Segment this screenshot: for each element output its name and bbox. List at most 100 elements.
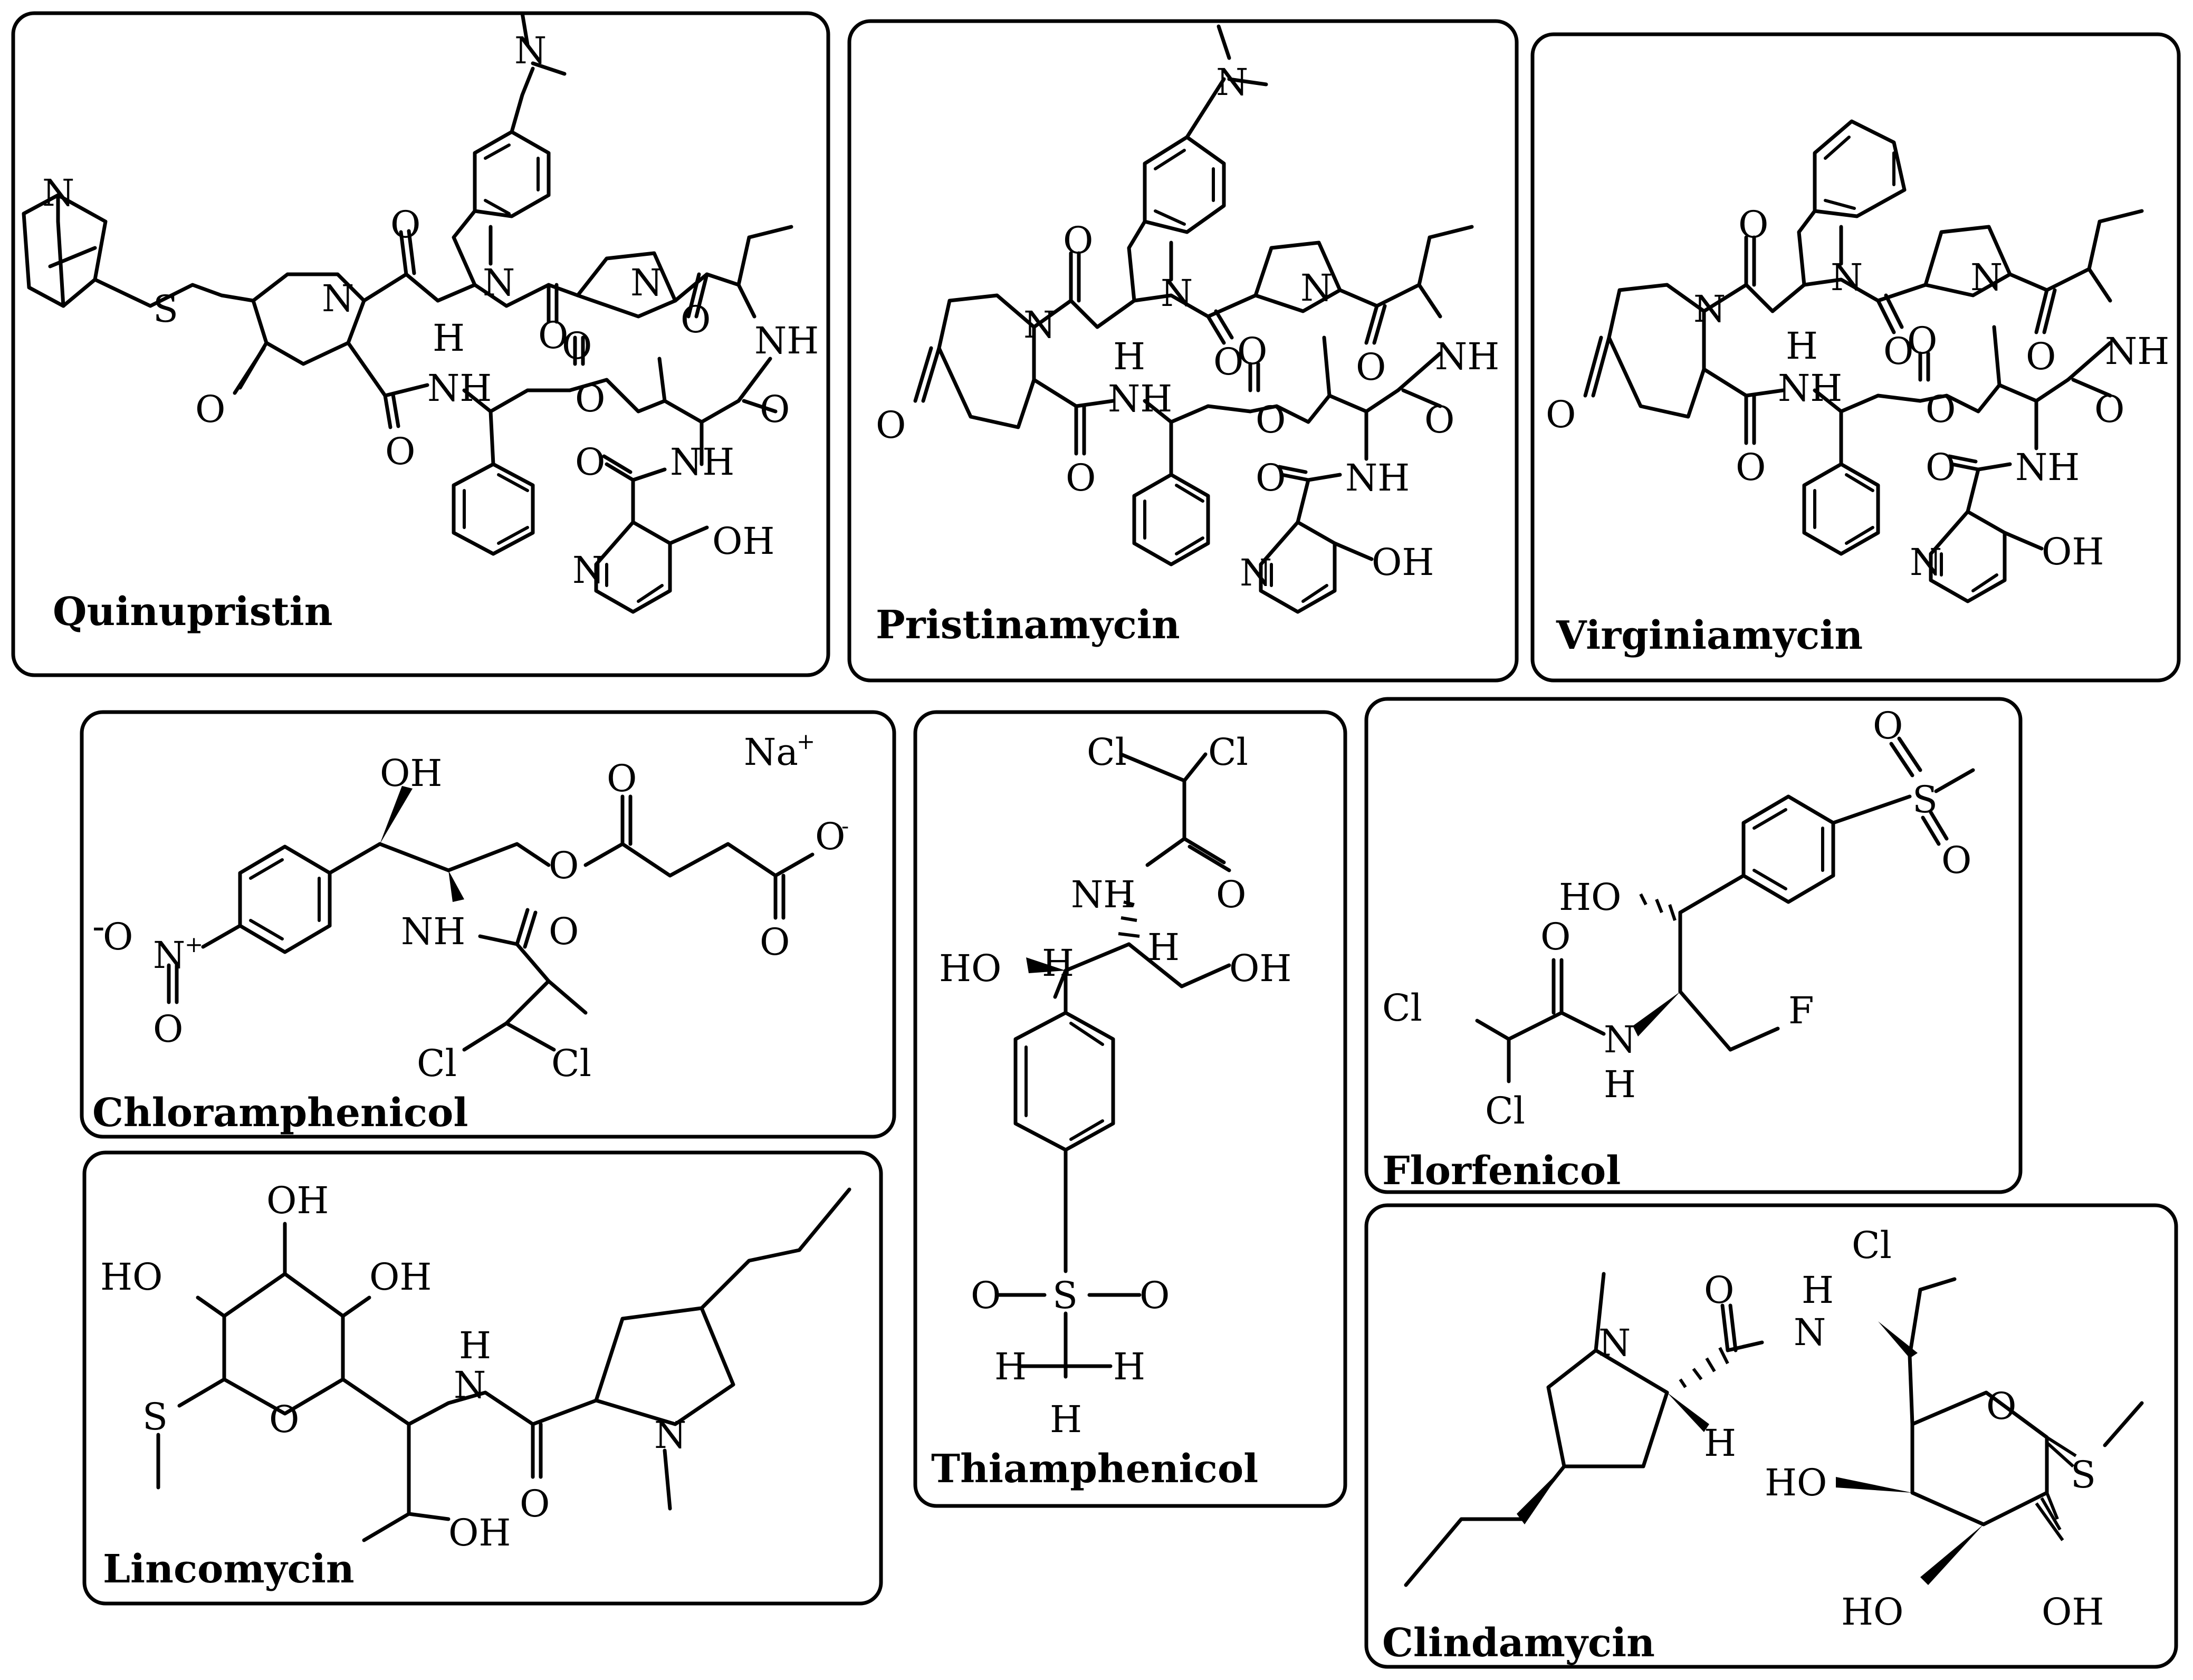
atom-nh: NH [670, 440, 734, 484]
atom-nh: NH [1778, 367, 1842, 410]
panel-frame [847, 19, 1519, 683]
atom-o: O [1213, 340, 1243, 383]
atom-cl: Cl [417, 1042, 457, 1085]
panel-frame [80, 710, 896, 1139]
atom-h: H [1050, 1398, 1082, 1441]
label-thiamphenicol: Thiamphenicol [931, 1446, 1258, 1492]
atom-n: N [1300, 266, 1333, 310]
atom-nh: NH [1108, 377, 1172, 420]
panel-thiamphenicol: Cl Cl O NH H HO H OH O S O H H H Thiamph… [913, 710, 1347, 1508]
atom-h: H [1113, 335, 1145, 378]
atom-h: H [1802, 1269, 1834, 1312]
atom-o: O [549, 844, 579, 887]
atom-s: S [142, 1395, 168, 1438]
atom-minus: - [841, 813, 849, 839]
atom-nh: NH [2105, 330, 2169, 373]
atom-o: O [1356, 345, 1386, 389]
atom-o: O [575, 377, 605, 420]
atom-o: O [103, 915, 133, 958]
atom-o: O [1873, 704, 1903, 747]
atom-o: O [1424, 398, 1454, 441]
atom-ho: HO [1559, 876, 1621, 919]
atom-o: O [1986, 1385, 2016, 1428]
atom-s: S [1912, 778, 1938, 821]
atom-n: N [654, 1414, 686, 1457]
atom-n: N [1831, 256, 1863, 299]
atom-o: O [1063, 219, 1093, 262]
atom-hn: NH [1071, 873, 1135, 916]
atom-h: H [1147, 926, 1180, 969]
atom-o: O [971, 1274, 1001, 1317]
atom-cl: Cl [1087, 731, 1127, 774]
atom-o: O [520, 1482, 550, 1525]
atom-o: O [153, 1007, 183, 1051]
panel-frame [1364, 697, 2023, 1194]
atom-n: N [1598, 1321, 1631, 1365]
atom-n: N [1216, 61, 1248, 104]
atom-o: O [876, 404, 906, 447]
atom-h: H [1786, 324, 1818, 368]
panel-frame [913, 710, 1347, 1508]
atom-cl: Cl [1208, 731, 1248, 774]
atom-cl: Cl [1852, 1224, 1892, 1267]
atom-n: N [322, 277, 354, 320]
panel-florfenicol: O S O HO O Cl N H F Cl Florfenicol [1364, 697, 2023, 1194]
atom-s: S [153, 287, 178, 331]
panel-lincomycin: OH HO OH S O H N O N OH Lincomycin [82, 1150, 883, 1606]
atom-h: H [1042, 942, 1074, 985]
atom-n: N [1693, 287, 1726, 331]
label-lincomycin: Lincomycin [103, 1547, 355, 1592]
atom-o: O [195, 388, 225, 431]
atom-s: S [1052, 1274, 1078, 1317]
panel-frame [1364, 1203, 2178, 1669]
panel-frame [1530, 32, 2181, 683]
atom-o: O [1907, 319, 1937, 362]
panel-pristinamycin: O N O O H NH N N O O O N O NH O NH O N O… [847, 19, 1519, 683]
atom-plus: + [185, 932, 203, 957]
label-virginiamycin: Virginiamycin [1556, 613, 1863, 658]
atom-o: O [607, 757, 637, 800]
label-pristinamycin: Pristinamycin [876, 602, 1180, 648]
panel-clindamycin: N O H N Cl H O S HO HO OH Clindamycin [1364, 1203, 2178, 1669]
atom-cl: Cl [1382, 986, 1422, 1030]
atom-o: O [1926, 446, 1956, 489]
atom-minus: - [92, 905, 105, 948]
atom-o: O [1237, 330, 1267, 373]
atom-h: H [433, 316, 465, 360]
atom-na: Na [744, 731, 798, 774]
atom-nh: NH [754, 319, 819, 362]
atom-n: N [1970, 256, 2003, 299]
atom-o: O [1546, 393, 1576, 436]
panel-frame [82, 1150, 883, 1606]
atom-h: H [1604, 1063, 1636, 1106]
atom-n: N [1910, 541, 1942, 584]
atom-nh: NH [1345, 456, 1410, 500]
atom-o: O [575, 440, 605, 484]
label-clindamycin: Clindamycin [1382, 1620, 1655, 1666]
panel-frame [11, 11, 830, 677]
label-chloramphenicol: Chloramphenicol [92, 1090, 468, 1136]
atom-o: O [681, 298, 711, 341]
atom-o: O [390, 203, 420, 246]
atom-o: O [1139, 1274, 1170, 1317]
atom-oh: OH [369, 1255, 432, 1299]
panel-quinupristin: N S O N O O H NH N N O O O N O NH O NH O… [11, 11, 830, 677]
atom-o: O [2026, 335, 2056, 378]
atom-h: H [1113, 1345, 1145, 1388]
atom-o: O [2094, 388, 2124, 431]
atom-n: N [1604, 1018, 1636, 1061]
atom-o: O [760, 388, 790, 431]
atom-n: N [454, 1364, 486, 1407]
atom-n: N [483, 261, 515, 304]
atom-o: O [1704, 1269, 1734, 1312]
atom-o: O [385, 430, 415, 473]
atom-h: H [459, 1324, 491, 1367]
atom-o: O [1736, 446, 1766, 489]
atom-n: N [153, 934, 185, 977]
atom-o: O [1883, 330, 1913, 373]
atom-o: O [562, 324, 592, 368]
atom-n: N [1161, 272, 1193, 315]
atom-o: O [1256, 398, 1286, 441]
atom-oh: OH [448, 1511, 511, 1554]
